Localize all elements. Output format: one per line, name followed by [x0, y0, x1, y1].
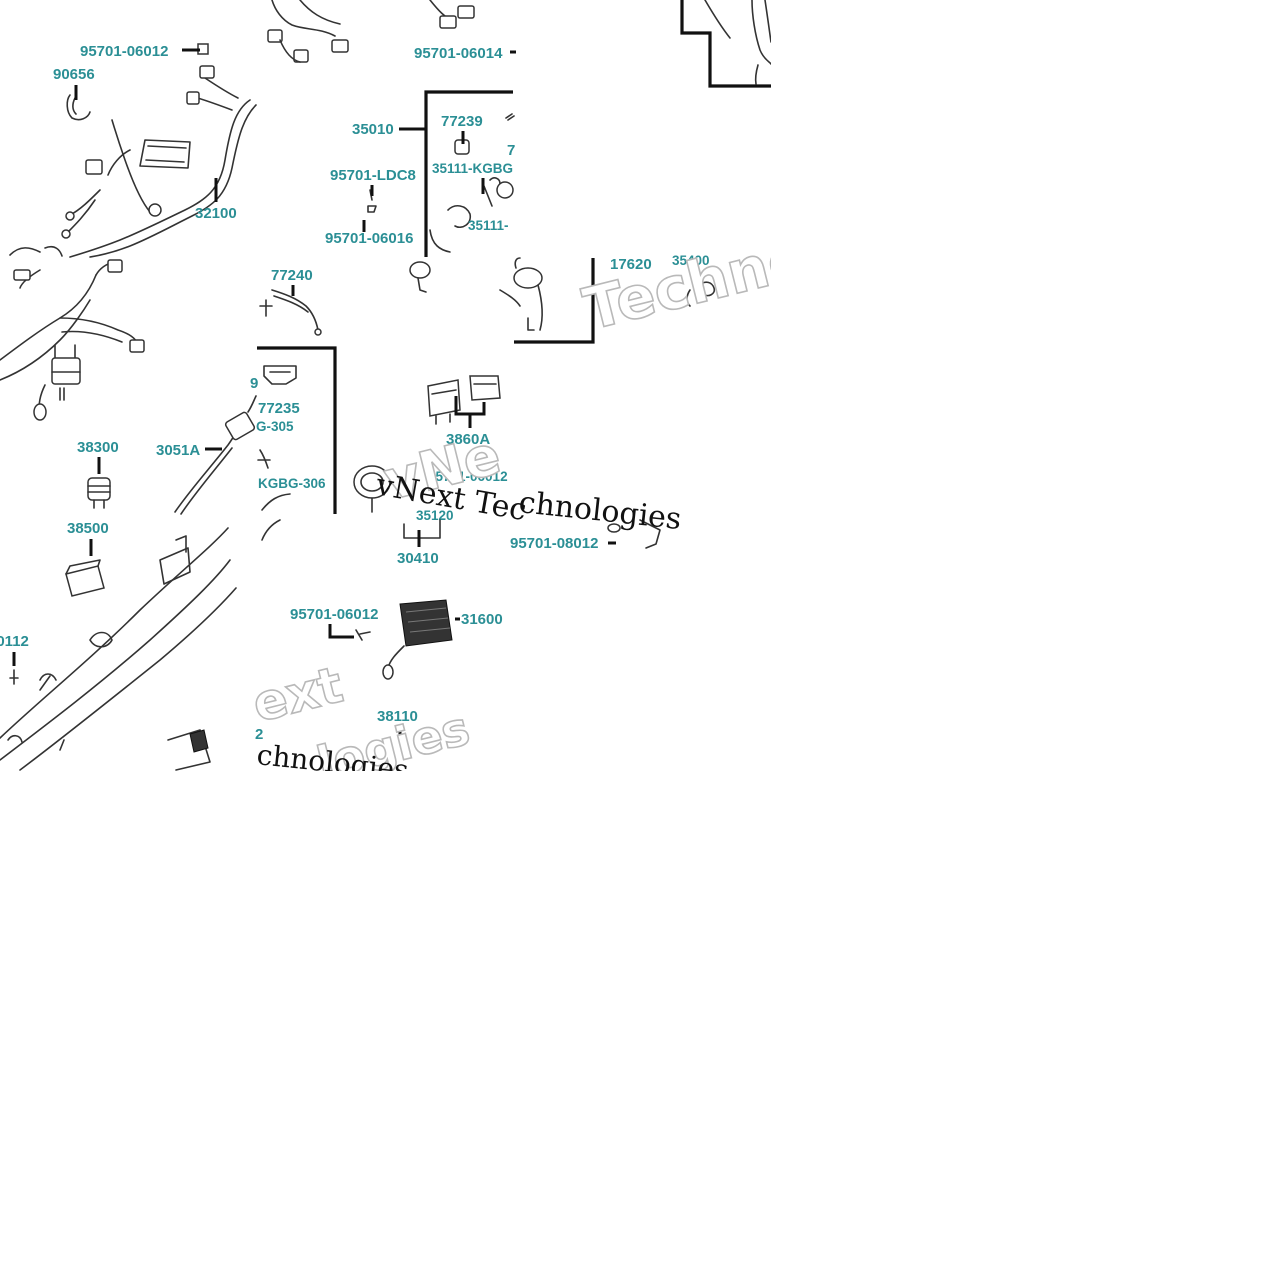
bracket-30410-drawing	[261, 519, 441, 541]
handlebar-parts-drawing	[499, 257, 716, 331]
part-label-32100: 32100	[195, 205, 237, 222]
part-label-77239: 77239	[441, 113, 483, 130]
part-label-7: 7	[507, 142, 515, 159]
bracket-center	[257, 346, 337, 514]
part-label-95701-LDC8: 95701-LDC8	[330, 167, 416, 184]
part-label-35010: 35010	[352, 121, 394, 138]
part-label-35120: 35120	[416, 508, 454, 523]
watermark-ext: ext	[247, 656, 348, 734]
ignition-switch-drawing	[267, 0, 515, 293]
watermark-chnologies-right: chnologies	[517, 485, 683, 537]
part-label-95701-06014: 95701-06014	[414, 45, 503, 62]
regulator-31600-drawing	[355, 599, 453, 680]
part-label-95701-08012: 95701-08012	[510, 535, 598, 552]
relay-3860A-drawing	[427, 375, 501, 425]
wiring-harness-drawing	[9, 43, 257, 258]
part-label-G-305: G-305	[256, 419, 294, 434]
part-label-95701-06012-center: 95701-06012	[428, 469, 508, 484]
part-label-95701-06012-bottom: 95701-06012	[290, 606, 378, 623]
frame-drawing	[0, 527, 237, 771]
bracket-top-right	[680, 0, 771, 88]
meter-drawing	[353, 465, 391, 513]
bolt-95701-08012-drawing	[607, 519, 661, 549]
part-label-35111-KGBG: 35111-KGBG	[432, 161, 513, 176]
part-label-38300: 38300	[77, 439, 119, 456]
relay-38500-drawing	[65, 559, 105, 597]
harness-branch-drawing	[0, 259, 145, 421]
part-label-38110: 38110	[377, 708, 418, 725]
part-label-31600: 31600	[461, 611, 503, 628]
relay-38300-drawing	[87, 477, 111, 509]
cable-3051A-drawing	[174, 395, 257, 515]
part-label-95701-06016: 95701-06016	[325, 230, 413, 247]
part-label-77240: 77240	[271, 267, 313, 284]
part-label-95701-06012: 95701-06012	[80, 43, 168, 60]
part-label-17620: 17620	[610, 256, 652, 273]
part-label-2: 2	[255, 726, 263, 743]
part-label-30410: 30410	[397, 550, 439, 567]
part-label-3051A: 3051A	[156, 442, 200, 459]
handle-switch-drawing	[704, 0, 772, 85]
part-label-90112: 90112	[0, 633, 29, 650]
part-label-35400: 35400	[672, 253, 710, 268]
lock-77235-drawing	[257, 365, 297, 511]
part-label-9: 9	[250, 375, 258, 392]
bracket-middle-right	[514, 258, 595, 344]
bracket-35010	[424, 90, 513, 257]
part-label-3860A: 3860A	[446, 431, 490, 448]
part-label-35111: 35111-	[468, 218, 509, 233]
cable-77240-drawing	[259, 289, 322, 336]
part-label-KGBG-306: KGBG-306	[258, 476, 326, 491]
part-label-38500: 38500	[67, 520, 109, 537]
part-label-90656: 90656	[53, 66, 95, 83]
part-label-77235: 77235	[258, 400, 300, 417]
